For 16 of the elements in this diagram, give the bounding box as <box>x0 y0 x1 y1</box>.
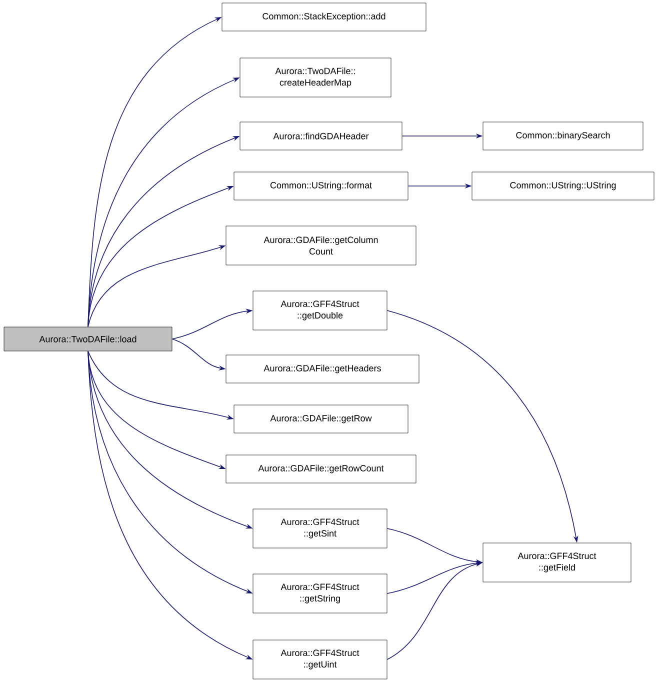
function-box: Aurora::GDAFile::getRowCount <box>226 454 416 484</box>
function-box: Aurora::GDAFile::getColumn Count <box>226 226 416 266</box>
function-box: Common::UString::format <box>234 172 408 200</box>
function-box: Aurora::GFF4Struct ::getString <box>252 574 388 614</box>
function-box: Aurora::GFF4Struct ::getField <box>482 542 632 582</box>
function-box: Common::UString::UString <box>472 172 654 200</box>
function-box: Aurora::GFF4Struct ::getSint <box>252 508 388 548</box>
function-box: Aurora::GFF4Struct ::getDouble <box>252 290 388 330</box>
function-box: Aurora::GDAFile::getHeaders <box>226 354 420 384</box>
function-box: Aurora::TwoDAFile:: createHeaderMap <box>240 58 392 98</box>
function-box: Aurora::GFF4Struct ::getUint <box>252 640 388 680</box>
function-box: Aurora::GDAFile::getRow <box>234 404 408 434</box>
function-box: Common::binarySearch <box>482 122 644 150</box>
function-box: Common::StackException::add <box>222 2 426 32</box>
function-box: Aurora::findGDAHeader <box>240 122 402 150</box>
function-box: Aurora::TwoDAFile::load <box>4 326 172 352</box>
